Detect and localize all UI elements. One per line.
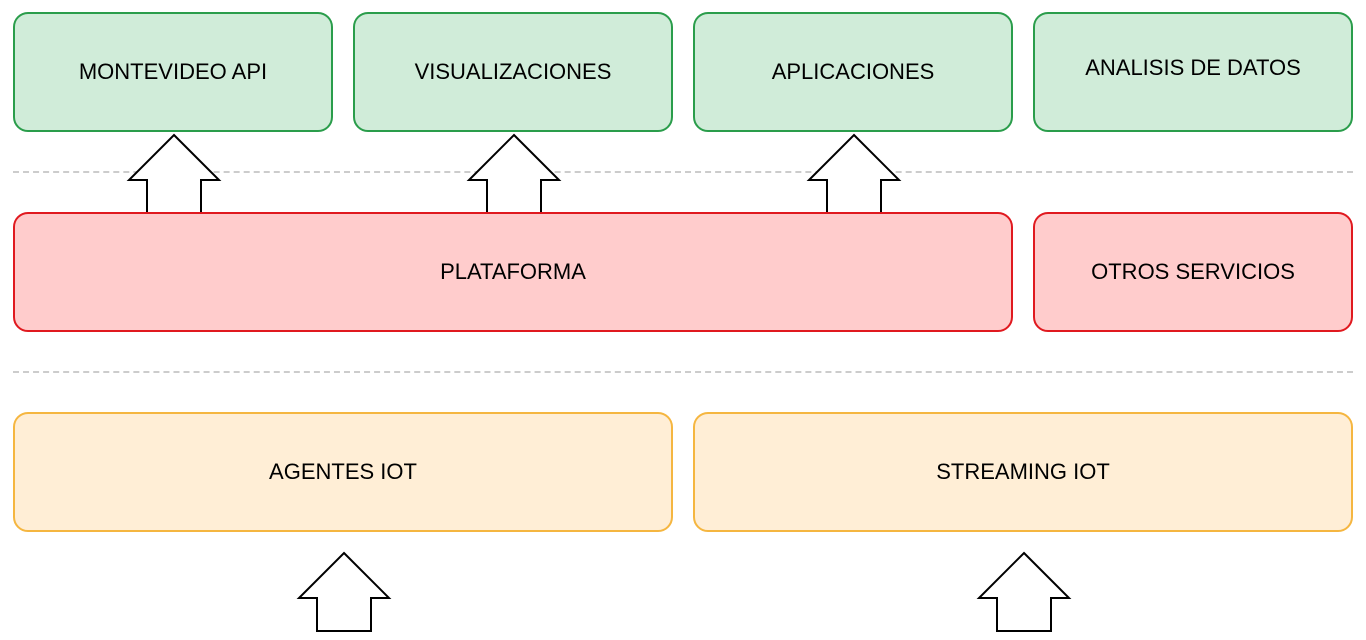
arrow-up-icon: [126, 133, 222, 214]
arrow-up-icon: [976, 551, 1072, 632]
aplicaciones-label: APLICACIONES: [771, 59, 935, 84]
montevideo-api-box: MONTEVIDEO API: [13, 12, 333, 132]
top-divider: [13, 171, 1353, 173]
agentes-iot-label: AGENTES IOT: [269, 459, 417, 484]
arrow-up-icon: [806, 133, 902, 214]
otros-servicios-box: OTROS SERVICIOS: [1033, 212, 1353, 332]
plataforma-label: PLATAFORMA: [440, 259, 586, 284]
agentes-iot-box: AGENTES IOT: [13, 412, 673, 532]
plataforma-box: PLATAFORMA: [13, 212, 1013, 332]
analisis-de-datos-box: ANALISIS DE DATOS: [1033, 12, 1353, 132]
bottom-divider: [13, 371, 1353, 373]
otros-servicios-label: OTROS SERVICIOS: [1091, 259, 1295, 284]
aplicaciones-box: APLICACIONES: [693, 12, 1013, 132]
streaming-iot-box: STREAMING IOT: [693, 412, 1353, 532]
analisis-de-datos-label: ANALISIS DE DATOS: [1085, 55, 1301, 80]
arrow-up-icon: [466, 133, 562, 214]
arrow-up-icon: [296, 551, 392, 632]
visualizaciones-label: VISUALIZACIONES: [414, 59, 612, 84]
streaming-iot-label: STREAMING IOT: [936, 459, 1110, 484]
montevideo-api-label: MONTEVIDEO API: [78, 59, 268, 84]
visualizaciones-box: VISUALIZACIONES: [353, 12, 673, 132]
